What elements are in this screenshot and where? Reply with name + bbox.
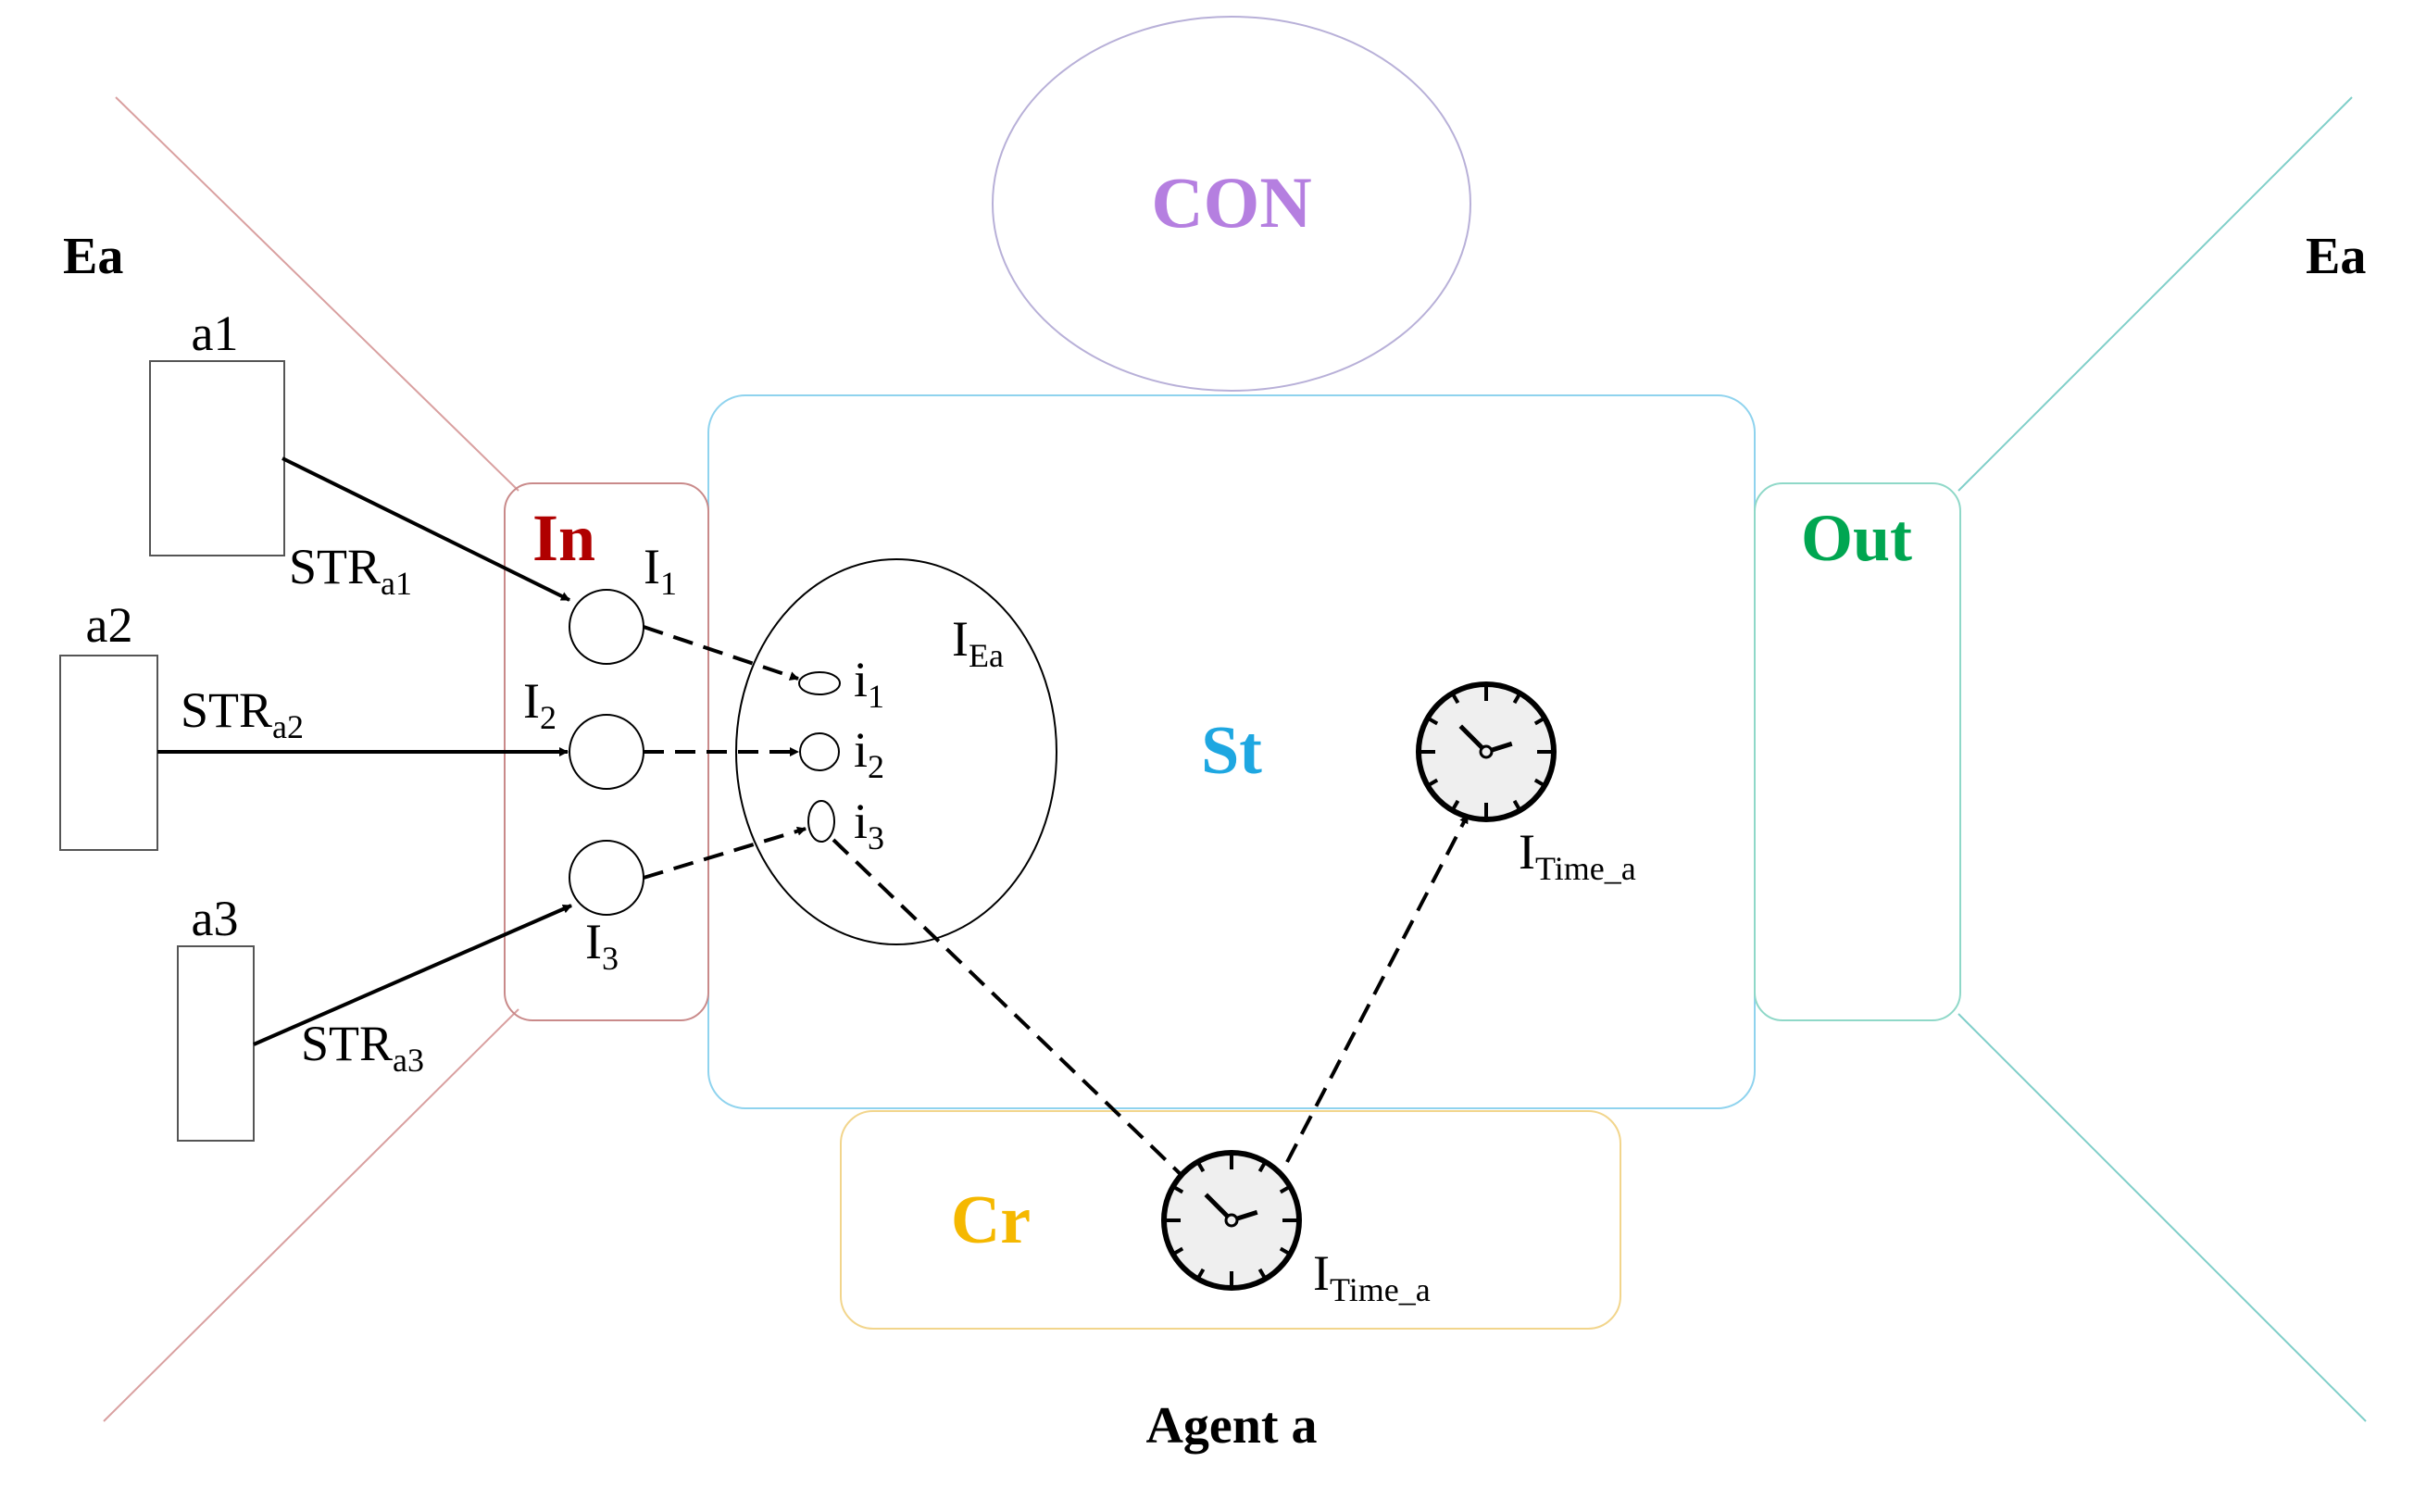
clock-tick <box>1279 1246 1290 1256</box>
env-label-left: Ea <box>63 228 123 285</box>
input-node-i1 <box>569 589 644 665</box>
clock-tick <box>1451 799 1460 810</box>
clock-tick <box>1173 1185 1184 1194</box>
clock-tick <box>1279 1185 1290 1194</box>
agent-name-a2: a2 <box>86 597 133 653</box>
out-label: Out <box>1801 501 1912 575</box>
internal-label-2: i2 <box>854 722 884 785</box>
input-label-3: I3 <box>585 914 619 977</box>
clock-tick <box>1428 717 1439 726</box>
clock-tick <box>1196 1268 1206 1279</box>
input-node-i2 <box>569 714 644 790</box>
internal-label-1: i1 <box>854 652 884 715</box>
clock-tick <box>1451 694 1460 705</box>
clock-label-st: ITime_a <box>1519 824 1636 887</box>
dashed-arrow-to-st-clock <box>1285 814 1470 1163</box>
in-label: In <box>532 501 595 575</box>
str-label-a2: STRa2 <box>181 682 304 745</box>
str-a3-arrow <box>253 904 572 1046</box>
dashed-arrow-i1 <box>643 625 799 681</box>
clock-label-cr: ITime_a <box>1313 1245 1431 1308</box>
clock-center <box>1224 1213 1239 1228</box>
left-environment-lines <box>103 96 519 1422</box>
clock-center <box>1479 744 1494 759</box>
con-label: CON <box>1151 162 1311 243</box>
agent-a1-box <box>149 360 285 556</box>
clock-tick <box>1428 778 1439 787</box>
clock-tick <box>1512 799 1521 810</box>
internal-node-i1 <box>798 671 841 695</box>
st-label: St <box>1201 713 1262 789</box>
out-box <box>1754 482 1961 1021</box>
internal-node-i3 <box>807 800 835 843</box>
cr-label: Cr <box>951 1182 1031 1258</box>
env-label-right: Ea <box>2306 228 2366 285</box>
clock-tick <box>1533 717 1545 726</box>
agent-name-a3: a3 <box>192 891 239 946</box>
str-a1-arrow <box>281 456 570 602</box>
clock-tick <box>1257 1268 1267 1279</box>
right-environment-lines <box>1957 96 2367 1422</box>
dashed-arrow-to-cr-clock <box>832 838 1189 1182</box>
internal-node-i2 <box>799 732 840 771</box>
str-label-a3: STRa3 <box>301 1016 424 1079</box>
input-label-2: I2 <box>523 673 557 736</box>
clock-tick <box>1257 1162 1267 1173</box>
agent-a2-box <box>59 655 158 851</box>
input-label-1: I1 <box>644 539 677 602</box>
input-node-i3 <box>569 840 644 916</box>
cr-box <box>840 1110 1621 1330</box>
con-ellipse <box>992 16 1471 392</box>
agent-a3-box <box>177 945 255 1142</box>
iea-label: IEa <box>952 611 1004 674</box>
clock-icon <box>1161 1150 1302 1291</box>
clock-icon <box>1416 681 1557 822</box>
clock-tick <box>1196 1162 1206 1173</box>
agent-label: Agent a <box>1145 1397 1317 1455</box>
iea-ellipse <box>735 558 1057 945</box>
str-label-a1: STRa1 <box>289 539 412 602</box>
clock-tick <box>1173 1246 1184 1256</box>
dashed-arrow-i3 <box>643 826 807 880</box>
clock-tick <box>1512 694 1521 705</box>
internal-label-3: i3 <box>854 793 884 856</box>
clock-tick <box>1533 778 1545 787</box>
agent-name-a1: a1 <box>192 306 239 361</box>
